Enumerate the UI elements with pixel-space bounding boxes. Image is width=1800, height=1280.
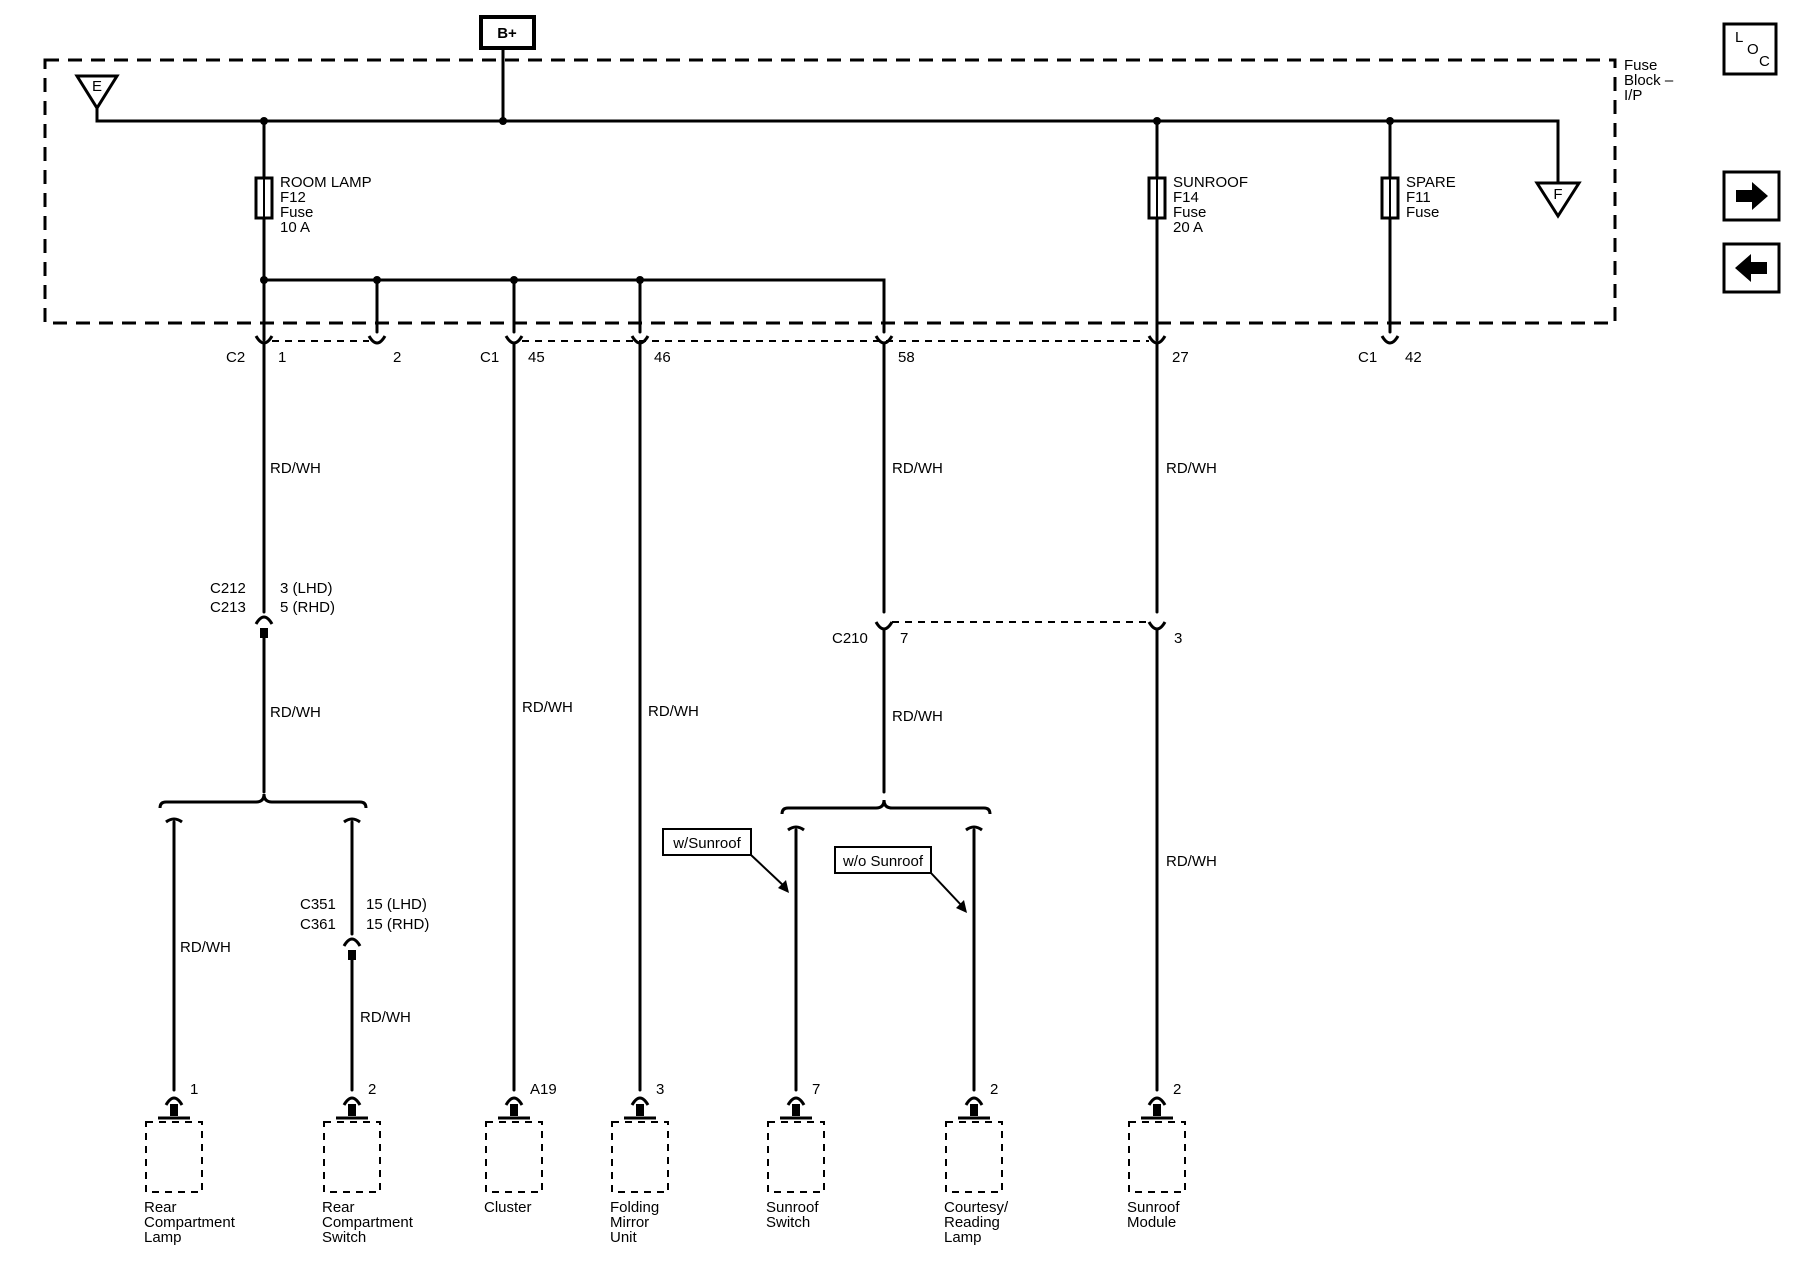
svg-text:E: E xyxy=(92,78,102,95)
svg-text:RD/WH: RD/WH xyxy=(360,1009,411,1026)
svg-text:3: 3 xyxy=(656,1081,664,1098)
component-sunroof-module: 2 Sunroof Module xyxy=(1127,1081,1186,1231)
svg-text:RD/WH: RD/WH xyxy=(892,460,943,477)
splice-bracket-right xyxy=(780,799,992,832)
svg-text:15 (LHD) 15 (RHD): 15 (LHD) 15 (RHD) xyxy=(366,896,431,933)
component-rear-compartment-lamp: 1 Rear Compartment Lamp xyxy=(144,1081,239,1246)
svg-text:O: O xyxy=(1747,41,1759,58)
svg-text:RD/WH: RD/WH xyxy=(522,699,573,716)
loc-button[interactable]: L O C xyxy=(1722,22,1778,76)
fuse-f14-label: SUNROOF F14 Fuse 20 A xyxy=(1173,174,1252,236)
battery-positive-label: B+ xyxy=(497,25,517,42)
svg-text:2: 2 xyxy=(368,1081,376,1098)
fuse-f12-label: ROOM LAMP F12 Fuse 10 A xyxy=(280,174,376,236)
svg-text:RD/WH: RD/WH xyxy=(648,703,699,720)
arrow-left-icon xyxy=(1735,254,1767,282)
flag-e-icon: E xyxy=(74,74,120,111)
svg-text:RD/WH: RD/WH xyxy=(270,704,321,721)
svg-text:2: 2 xyxy=(393,349,401,366)
fuse-f11-label: SPARE F11 Fuse xyxy=(1406,174,1460,221)
connector-c1-second-label: C1 xyxy=(1358,349,1377,366)
connector-c351-icon xyxy=(342,937,362,947)
battery-positive-box: B+ xyxy=(479,15,536,50)
main-bus xyxy=(95,93,1560,187)
option-with-sunroof: w/Sunroof xyxy=(662,828,789,893)
svg-text:1: 1 xyxy=(278,349,286,366)
component-folding-mirror-unit: 3 Folding Mirror Unit xyxy=(610,1081,669,1246)
svg-text:C: C xyxy=(1759,53,1770,70)
svg-text:w/o Sunroof: w/o Sunroof xyxy=(842,853,924,870)
svg-text:F: F xyxy=(1553,186,1562,203)
svg-text:3: 3 xyxy=(1174,630,1182,647)
arrow-right-icon xyxy=(1736,182,1768,210)
fuse-block-label: Fuse Block – I/P xyxy=(1624,57,1677,104)
svg-text:w/Sunroof: w/Sunroof xyxy=(672,835,741,852)
svg-text:3 (LHD) 5 (RHD): 3 (LHD) 5 (RHD) xyxy=(280,580,337,616)
connector-c1-label: C1 xyxy=(480,349,499,366)
svg-text:42: 42 xyxy=(1405,349,1422,366)
svg-text:2: 2 xyxy=(990,1081,998,1098)
svg-text:L: L xyxy=(1735,29,1743,46)
connector-c2-label: C2 xyxy=(226,349,245,366)
component-cluster: A19 Cluster xyxy=(484,1081,557,1216)
connector-c212-c213-label: C212 C213 xyxy=(210,580,250,616)
svg-text:58: 58 xyxy=(898,349,915,366)
flag-f-icon: F xyxy=(1534,181,1582,219)
connector-c210-label: C210 xyxy=(832,630,868,647)
svg-text:RD/WH: RD/WH xyxy=(1166,460,1217,477)
splice-bracket-left xyxy=(158,793,368,824)
component-sunroof-switch: 7 Sunroof Switch xyxy=(766,1081,825,1231)
connector-c210-icon xyxy=(874,621,1167,631)
component-rear-compartment-switch: 2 Rear Compartment Switch xyxy=(322,1081,417,1246)
svg-text:Rear Compartment S: Rear Compartment Switch xyxy=(322,1199,417,1246)
svg-text:7: 7 xyxy=(812,1081,820,1098)
svg-text:RD/WH: RD/WH xyxy=(270,460,321,477)
svg-text:Sunroof Switch: Sunroof Switch xyxy=(766,1199,823,1231)
svg-text:RD/WH: RD/WH xyxy=(180,939,231,956)
svg-text:2: 2 xyxy=(1173,1081,1181,1098)
svg-text:45: 45 xyxy=(528,349,545,366)
svg-text:Folding Mirror Uni: Folding Mirror Unit xyxy=(610,1199,663,1246)
svg-text:7: 7 xyxy=(900,630,908,647)
svg-text:1: 1 xyxy=(190,1081,198,1098)
svg-text:A19: A19 xyxy=(530,1081,557,1098)
svg-text:Sunroof Module: Sunroof Module xyxy=(1127,1199,1184,1231)
svg-text:27: 27 xyxy=(1172,349,1189,366)
svg-text:46: 46 xyxy=(654,349,671,366)
previous-page-button[interactable] xyxy=(1722,242,1781,294)
connector-c212-icon xyxy=(254,615,274,625)
component-courtesy-reading-lamp: 2 Courtesy/ Reading Lamp xyxy=(944,1081,1012,1246)
svg-text:Cluster: Cluster xyxy=(484,1199,532,1216)
option-without-sunroof: w/o Sunroof xyxy=(834,846,967,913)
svg-text:RD/WH: RD/WH xyxy=(1166,853,1217,870)
svg-text:RD/WH: RD/WH xyxy=(892,708,943,725)
svg-text:Rear Compartment L: Rear Compartment Lamp xyxy=(144,1199,239,1246)
fuse-block-outline xyxy=(43,58,1617,325)
next-page-button[interactable] xyxy=(1722,170,1781,222)
svg-text:Courtesy/ Reading: Courtesy/ Reading Lamp xyxy=(944,1199,1012,1246)
connector-c351-c361-label: C351 C361 xyxy=(300,896,340,933)
